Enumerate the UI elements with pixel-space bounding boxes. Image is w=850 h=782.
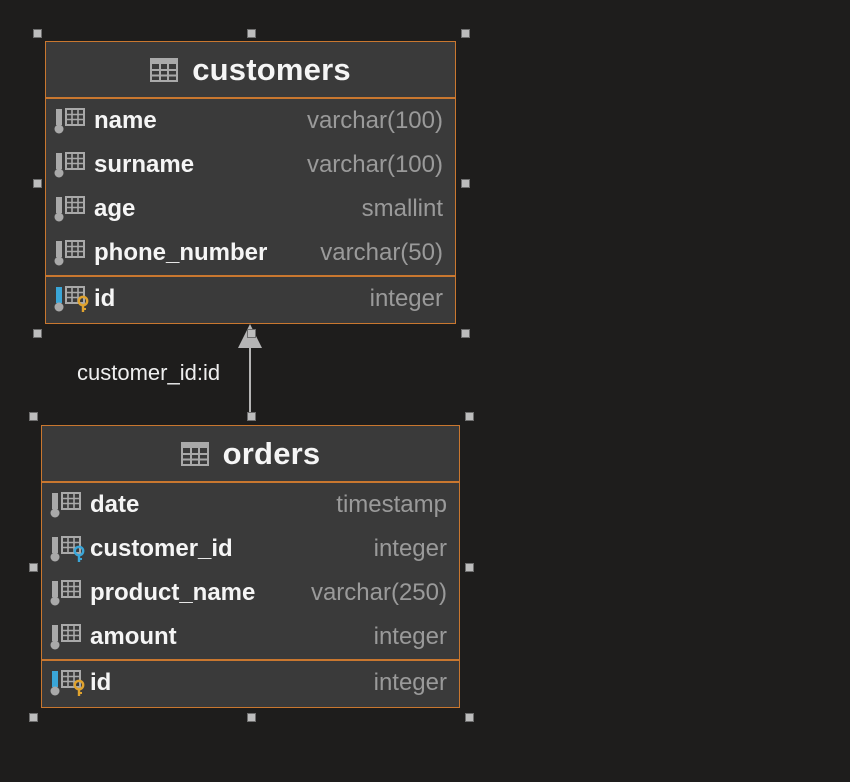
table-title: orders (222, 435, 321, 471)
column-icon (54, 106, 90, 136)
resize-handle[interactable] (461, 179, 470, 188)
column-type: smallint (361, 195, 443, 222)
column-name: name (94, 107, 157, 134)
column-icon (54, 194, 90, 224)
column-name: surname (94, 151, 195, 178)
column-type: integer (369, 284, 443, 312)
resize-handle[interactable] (465, 563, 474, 572)
column-icon (50, 622, 86, 652)
column-row[interactable]: product_name varchar(250) (42, 571, 459, 615)
column-type: integer (373, 668, 447, 696)
resize-handle[interactable] (461, 29, 470, 38)
column-row[interactable]: phone_number varchar(50) (46, 231, 455, 275)
column-name: phone_number (94, 239, 268, 266)
column-row[interactable]: name varchar(100) (46, 99, 455, 143)
primary-key-row[interactable]: id integer (42, 659, 459, 704)
column-name: amount (90, 623, 177, 650)
primary-key-column-icon (54, 284, 90, 314)
column-type: varchar(250) (310, 579, 447, 606)
resize-handle[interactable] (33, 329, 42, 338)
resize-handle[interactable] (461, 329, 470, 338)
column-type: varchar(50) (320, 239, 443, 266)
column-type: varchar(100) (306, 107, 443, 134)
table-title: customers (192, 51, 351, 87)
resize-handle[interactable] (465, 713, 474, 722)
column-name: id (94, 284, 116, 312)
resize-handle[interactable] (33, 29, 42, 38)
column-type: integer (373, 623, 447, 650)
orders-table-header[interactable]: orders (42, 426, 459, 483)
resize-handle[interactable] (29, 713, 38, 722)
primary-key-row[interactable]: id integer (46, 275, 455, 320)
resize-handle[interactable] (247, 29, 256, 38)
column-name: id (90, 668, 112, 696)
customers-table[interactable]: customers name varchar(100) surname varcha… (45, 41, 456, 324)
column-name: product_name (90, 579, 256, 606)
table-icon (180, 441, 209, 466)
relationship-label: customer_id:id (77, 360, 221, 385)
customers-table-header[interactable]: customers (46, 42, 455, 99)
resize-handle[interactable] (29, 412, 38, 421)
resize-handle[interactable] (247, 412, 256, 421)
table-icon (150, 57, 179, 82)
resize-handle[interactable] (29, 563, 38, 572)
resize-handle[interactable] (465, 412, 474, 421)
resize-handle[interactable] (247, 713, 256, 722)
resize-handle[interactable] (33, 179, 42, 188)
column-row[interactable]: amount integer (42, 615, 459, 659)
column-icon (50, 490, 86, 520)
column-name: customer_id (90, 535, 233, 562)
column-name: date (90, 491, 140, 518)
column-icon (54, 238, 90, 268)
column-name: age (94, 195, 136, 222)
foreign-key-column-icon (50, 534, 86, 564)
column-icon (50, 578, 86, 608)
column-row[interactable]: customer_id integer (42, 527, 459, 571)
column-row[interactable]: surname varchar(100) (46, 143, 455, 187)
column-type: varchar(100) (306, 151, 443, 178)
column-type: integer (373, 535, 447, 562)
column-icon (54, 150, 90, 180)
column-row[interactable]: date timestamp (42, 483, 459, 527)
column-row[interactable]: age smallint (46, 187, 455, 231)
resize-handle[interactable] (247, 329, 256, 338)
primary-key-column-icon (50, 668, 86, 698)
column-type: timestamp (336, 491, 447, 518)
